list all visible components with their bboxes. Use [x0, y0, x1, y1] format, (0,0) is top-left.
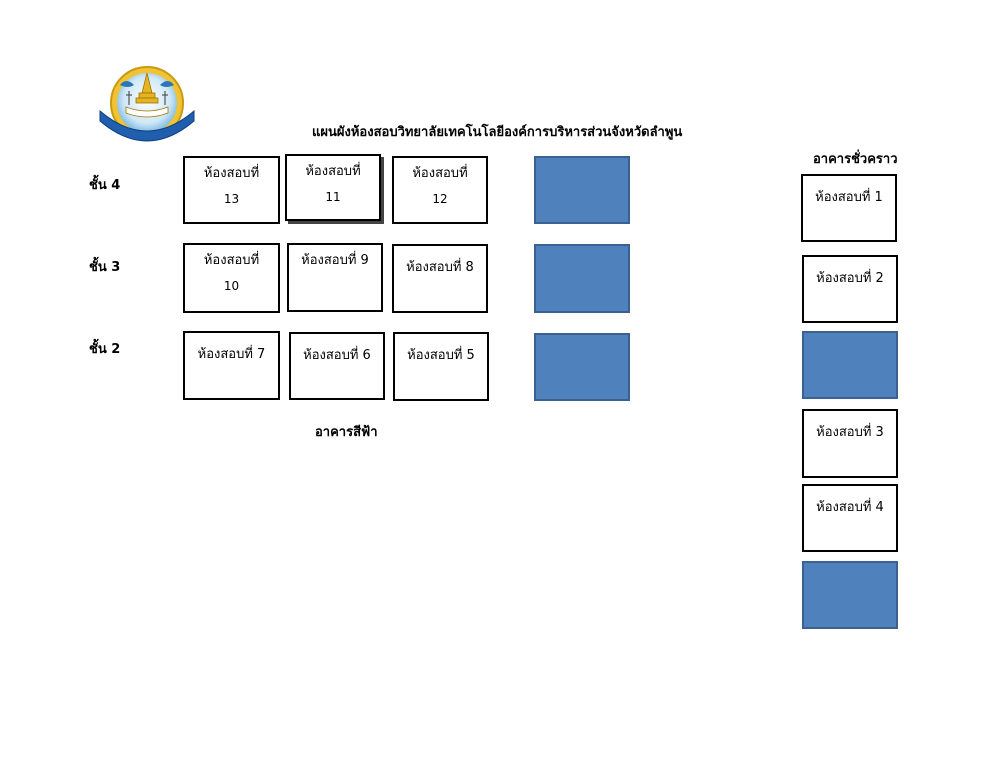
- exam-room-10: ห้องสอบที่ 10: [183, 243, 280, 313]
- floor-4-blue-block: [534, 156, 630, 224]
- exam-room-8: ห้องสอบที่ 8: [392, 244, 488, 313]
- room-label: ห้องสอบที่ 9: [301, 253, 369, 268]
- temp-building-label: อาคารชั่วคราว: [813, 152, 898, 167]
- temp-blue-block-1: [802, 331, 898, 399]
- floor-4-label: ชั้น 4: [89, 178, 121, 193]
- room-number: 10: [223, 278, 240, 293]
- room-label: ห้องสอบที่ 8: [406, 260, 474, 275]
- exam-room-11: ห้องสอบที่ 11: [285, 154, 381, 221]
- exam-room-4: ห้องสอบที่ 4: [802, 484, 898, 552]
- room-label: ห้องสอบที่ 1: [815, 190, 883, 205]
- exam-room-13: ห้องสอบที่ 13: [183, 156, 280, 224]
- floor-2-blue-block: [534, 333, 630, 401]
- temp-blue-block-2: [802, 561, 898, 629]
- exam-room-12: ห้องสอบที่ 12: [392, 156, 488, 224]
- floor-2-label: ชั้น 2: [89, 342, 121, 357]
- exam-room-6: ห้องสอบที่ 6: [289, 332, 385, 400]
- college-emblem-icon: [99, 66, 195, 142]
- room-label: ห้องสอบที่: [203, 253, 260, 268]
- room-label: ห้องสอบที่ 6: [303, 348, 371, 363]
- room-number: 11: [325, 189, 341, 204]
- exam-room-9: ห้องสอบที่ 9: [287, 243, 383, 312]
- exam-room-7: ห้องสอบที่ 7: [183, 331, 280, 400]
- room-label: ห้องสอบที่ 4: [816, 500, 884, 515]
- exam-room-5: ห้องสอบที่ 5: [393, 332, 489, 401]
- room-label: ห้องสอบที่ 7: [197, 347, 266, 362]
- room-label: ห้องสอบที่: [203, 166, 260, 181]
- exam-room-3: ห้องสอบที่ 3: [802, 409, 898, 478]
- college-logo: [96, 63, 198, 159]
- exam-room-2: ห้องสอบที่ 2: [802, 255, 898, 323]
- room-label: ห้องสอบที่ 3: [816, 425, 884, 440]
- room-label: ห้องสอบที่ 5: [407, 348, 475, 363]
- floor-3-blue-block: [534, 244, 630, 313]
- room-label: ห้องสอบที่: [412, 166, 468, 181]
- floor-3-label: ชั้น 3: [89, 260, 121, 275]
- room-number: 13: [223, 191, 240, 206]
- room-number: 12: [432, 191, 448, 206]
- main-building-label: อาคารสีฟ้า: [315, 425, 378, 440]
- room-label: ห้องสอบที่: [305, 164, 361, 179]
- page-title: แผนผังห้องสอบวิทยาลัยเทคโนโลยีองค์การบริ…: [312, 125, 683, 140]
- exam-room-1: ห้องสอบที่ 1: [801, 174, 897, 242]
- room-label: ห้องสอบที่ 2: [816, 271, 884, 286]
